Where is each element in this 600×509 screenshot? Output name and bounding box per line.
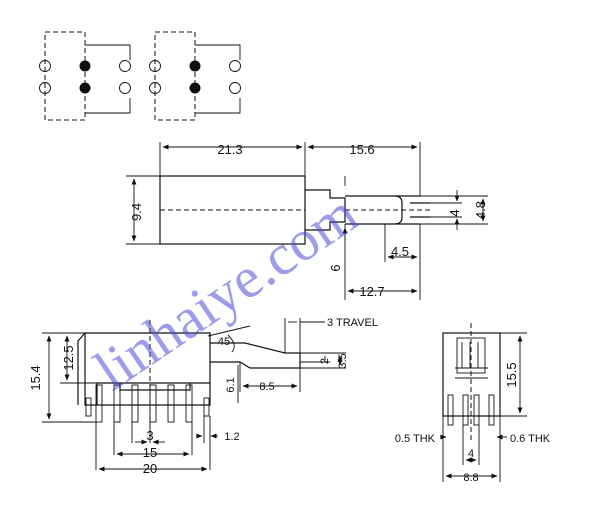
schematic-left-dashed-frame <box>44 31 86 121</box>
angle-ray <box>207 325 251 337</box>
contact-open <box>149 60 161 72</box>
dim-text-15: 15 <box>143 445 157 460</box>
end-ext-lines <box>442 332 527 482</box>
dim-text-21-3: 21.3 <box>217 142 242 157</box>
side-body-left-edge <box>77 332 86 405</box>
ext-lines-right <box>420 195 488 225</box>
watermark-text: linhaiye.com <box>83 180 369 402</box>
dim-text-8-5: 8.5 <box>259 381 274 393</box>
dim-text-4: 4 <box>447 209 462 216</box>
side-ext-8-5 <box>239 362 301 392</box>
terminal-pin <box>149 384 157 423</box>
ext-lines-bottom <box>344 176 421 300</box>
side-ext-lines <box>284 318 346 369</box>
dim-text-4: 4 <box>468 448 474 460</box>
dim-text-12-7: 12.7 <box>359 284 384 299</box>
terminal-pin <box>131 384 139 423</box>
terminal-pin <box>185 384 193 423</box>
end-pin-mid-right <box>473 394 480 426</box>
end-pin-mid-left <box>462 394 469 426</box>
dim-text-20: 20 <box>143 461 157 476</box>
dim-text-travel: 3 TRAVEL <box>327 317 378 329</box>
dim-text-9-4: 9.4 <box>129 203 144 221</box>
side-ext-left <box>42 332 97 423</box>
dim-text-15-6: 15.6 <box>349 142 374 157</box>
dim-text-4-5: 4.5 <box>391 244 409 259</box>
side-ext-bottom <box>95 416 211 470</box>
dim-text-12-5: 12.5 <box>61 345 76 370</box>
contact-closed <box>189 60 201 72</box>
contact-closed <box>79 60 91 72</box>
contact-closed <box>189 82 201 94</box>
end-pin-right <box>488 394 495 426</box>
contact-open <box>229 60 241 72</box>
contact-open <box>119 60 131 72</box>
contact-open <box>149 82 161 94</box>
dim-text-6-1: 6.1 <box>225 377 237 392</box>
contact-open <box>39 60 51 72</box>
mount-leg <box>203 397 210 417</box>
dim-text-15-5: 15.5 <box>504 362 519 387</box>
side-body-outline <box>84 332 211 406</box>
dim-text-pitch: 3 <box>146 428 153 443</box>
schematic-right-links <box>195 44 241 114</box>
dim-text-8-8: 8.8 <box>463 472 478 484</box>
contact-closed <box>79 82 91 94</box>
terminal-pins <box>85 384 210 423</box>
dim-text-angle: 45 <box>218 336 230 348</box>
terminal-pin <box>113 384 121 423</box>
dim-text-2: 2 <box>319 358 331 364</box>
plunger-shaft <box>345 195 395 225</box>
dim-text-1-2: 1.2 <box>224 431 239 443</box>
dim-text-4-8: 4.8 <box>473 201 488 219</box>
end-pin-left <box>447 394 454 426</box>
schematic-left-links <box>85 44 131 114</box>
plunger-tip-edges <box>395 195 430 225</box>
schematic-right-dashed-frame <box>154 31 196 121</box>
side-actuator <box>210 342 301 369</box>
angle-arc <box>227 334 235 353</box>
ext-lines-left <box>126 175 160 245</box>
terminal-pin <box>95 384 103 423</box>
contact-open <box>229 82 241 94</box>
dim-text-15-4: 15.4 <box>28 365 43 390</box>
mount-leg <box>85 397 92 417</box>
contact-open <box>119 82 131 94</box>
ext-lines-top <box>159 142 421 196</box>
top-view: 21.3 15.6 9.4 4.8 4 4.5 6 12.7 <box>126 142 488 300</box>
side-view: 3 TRAVEL 45 15.4 12.5 6.1 8.5 3.5 2 3 1.… <box>28 317 378 476</box>
dim-text-6: 6 <box>328 264 343 271</box>
terminal-pin <box>167 384 175 423</box>
dim-text-thk-left: 0.5 THK <box>395 433 436 445</box>
dim-text-thk-right: 0.6 THK <box>510 433 551 445</box>
switch-schematic <box>39 31 241 121</box>
contact-open <box>39 82 51 94</box>
dim-text-3-5: 3.5 <box>337 353 349 368</box>
end-view: 15.5 0.5 THK 0.6 THK 4 8.8 <box>395 323 551 484</box>
end-inner-detail <box>455 342 488 379</box>
